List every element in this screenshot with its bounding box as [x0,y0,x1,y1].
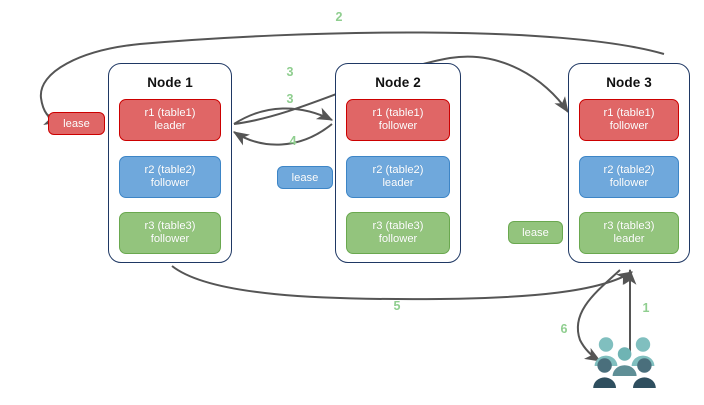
lease-label: lease [291,171,319,184]
replica-name: r3 (table3) [144,219,196,232]
replica-node1-r3[interactable]: r3 (table3) follower [119,212,221,254]
step-label-5: 5 [393,299,401,313]
replica-role: follower [609,120,649,132]
replica-node3-r3[interactable]: r3 (table3) leader [579,212,679,254]
replica-name: r1 (table1) [144,106,196,119]
replica-role: follower [150,233,190,245]
step-label-2: 2 [335,10,343,24]
replica-name: r2 (table2) [144,163,196,176]
lease-chip-table3[interactable]: lease [508,221,563,244]
replica-name: r3 (table3) [372,219,424,232]
step-label-1: 1 [642,301,650,315]
replica-role: follower [378,233,418,245]
replica-name: r3 (table3) [603,219,655,232]
users-group-icon [592,336,658,394]
replica-node1-r2[interactable]: r2 (table2) follower [119,156,221,198]
lease-chip-table2[interactable]: lease [277,166,333,189]
node-container-2[interactable]: Node 2 r1 (table1) follower r2 (table2) … [335,63,461,263]
replica-name: r1 (table1) [603,106,655,119]
lease-chip-table1[interactable]: lease [48,112,105,135]
lease-label: lease [522,226,549,239]
lease-label: lease [63,117,90,130]
node-container-1[interactable]: Node 1 r1 (table1) leader r2 (table2) fo… [108,63,232,263]
node-title-1: Node 1 [147,75,193,90]
replica-node3-r2[interactable]: r2 (table2) follower [579,156,679,198]
step-label-3b: 3 [286,92,294,106]
replica-role: leader [613,233,645,245]
replica-role: follower [609,177,649,189]
replica-node2-r3[interactable]: r3 (table3) follower [346,212,450,254]
replica-node2-r2[interactable]: r2 (table2) leader [346,156,450,198]
node-title-2: Node 2 [375,75,421,90]
replica-name: r2 (table2) [372,163,424,176]
edge-step-5 [171,265,634,301]
replica-role: follower [150,177,190,189]
step-label-6: 6 [560,322,568,336]
replica-role: follower [378,120,418,132]
replica-role: leader [382,177,414,189]
node-container-3[interactable]: Node 3 r1 (table1) follower r2 (table2) … [568,63,690,263]
node-title-3: Node 3 [606,75,652,90]
replica-role: leader [154,120,186,132]
edge-step-3-lower [233,107,334,125]
replica-node3-r1[interactable]: r1 (table1) follower [579,99,679,141]
replica-name: r1 (table1) [372,106,424,119]
step-label-4: 4 [289,134,297,148]
edge-step-4 [232,123,333,146]
step-label-3a: 3 [286,65,294,79]
replica-name: r2 (table2) [603,163,655,176]
replica-node1-r1[interactable]: r1 (table1) leader [119,99,221,141]
replica-node2-r1[interactable]: r1 (table1) follower [346,99,450,141]
